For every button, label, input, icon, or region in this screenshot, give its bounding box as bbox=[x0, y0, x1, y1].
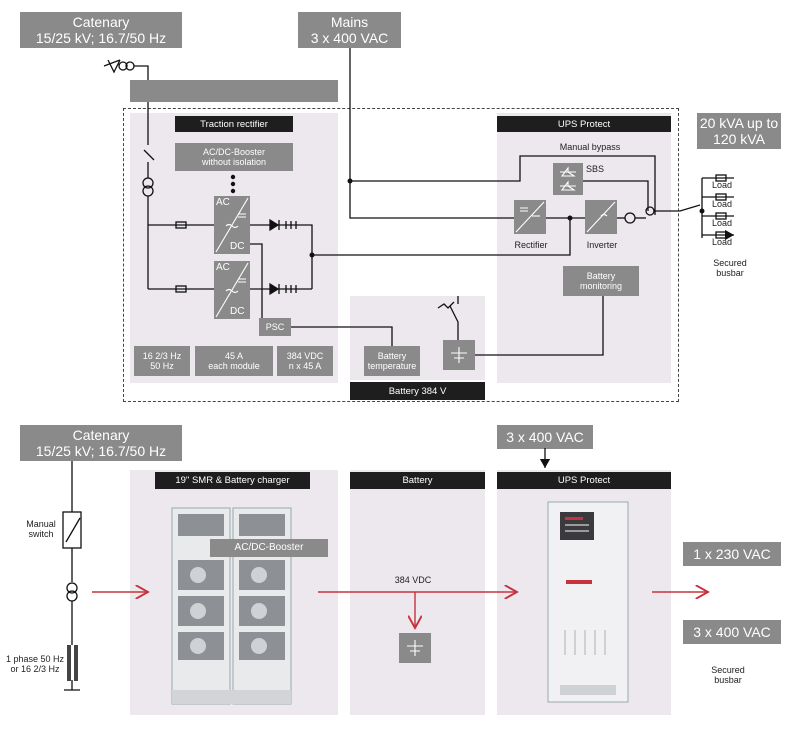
mains-line2: 3 x 400 VAC bbox=[310, 30, 389, 46]
battery-monitoring-line2: monitoring bbox=[579, 281, 623, 291]
spec-frequency-line1: 16 2/3 Hz bbox=[142, 350, 182, 361]
catenary-box-top: Catenary 15/25 kV; 16.7/50 Hz bbox=[20, 12, 182, 48]
spec-current-line2: each module bbox=[208, 361, 260, 371]
catenary-bottom-line2: 15/25 kV; 16.7/50 Hz bbox=[35, 443, 167, 459]
spec-frequency: 16 2/3 Hz 50 Hz bbox=[134, 346, 190, 376]
dc-voltage-label: 384 VDC bbox=[394, 575, 432, 585]
manual-switch-line1: Manual bbox=[26, 519, 56, 529]
battery-monitoring-box: Battery monitoring bbox=[563, 266, 639, 296]
sbs-label: SBS bbox=[586, 164, 605, 174]
load-label-4: Load bbox=[712, 237, 733, 247]
ac-dc-booster-label-bottom: AC/DC-Booster bbox=[210, 539, 328, 557]
module-1-dc-label: DC bbox=[230, 241, 245, 252]
transformer-top-symbol bbox=[118, 61, 128, 71]
spec-voltage: 384 VDC n x 45 A bbox=[277, 346, 333, 376]
psc-box: PSC bbox=[259, 318, 291, 336]
ups-cabinet-illustration bbox=[547, 501, 629, 703]
secured-busbar-top-line1: Secured bbox=[713, 258, 747, 268]
phase-label: 1 phase 50 Hz or 16 2/3 Hz bbox=[2, 654, 68, 675]
rectifier-label: Rectifier bbox=[514, 240, 548, 250]
inverter-label: Inverter bbox=[586, 240, 618, 250]
mains-box: Mains 3 x 400 VAC bbox=[298, 12, 401, 48]
charger-header: 19" SMR & Battery charger bbox=[155, 472, 310, 489]
spec-voltage-line2: n x 45 A bbox=[288, 361, 322, 371]
spec-frequency-line2: 50 Hz bbox=[150, 361, 174, 371]
top-busbar-bar bbox=[130, 80, 338, 102]
manual-switch-label: Manual switch bbox=[15, 519, 67, 540]
transformer-rectifier-symbol bbox=[142, 177, 154, 189]
module-1-ac-label: AC bbox=[216, 197, 230, 208]
spec-current: 45 A each module bbox=[195, 346, 273, 376]
catenary-line1: Catenary bbox=[72, 13, 130, 30]
ups-panel bbox=[497, 113, 671, 383]
spec-current-line1: 45 A bbox=[224, 350, 244, 361]
catenary-box-bottom: Catenary 15/25 kV; 16.7/50 Hz bbox=[20, 425, 182, 461]
ups-protect-header-bottom: UPS Protect bbox=[497, 472, 671, 489]
ac-dc-booster-box: AC/DC-Booster without isolation bbox=[175, 143, 293, 171]
manual-bypass-label: Manual bypass bbox=[559, 142, 621, 152]
traction-rectifier-header: Traction rectifier bbox=[175, 116, 293, 132]
power-range-line1: 20 kVA up to bbox=[699, 114, 779, 131]
battery-header-bottom: Battery bbox=[350, 472, 485, 489]
catenary-bottom-line1: Catenary bbox=[72, 426, 130, 443]
secured-busbar-top-line2: busbar bbox=[716, 268, 744, 279]
catenary-line2: 15/25 kV; 16.7/50 Hz bbox=[35, 30, 167, 46]
battery-384v-header: Battery 384 V bbox=[350, 382, 485, 400]
pantograph-symbol bbox=[103, 59, 121, 74]
mains-line1: Mains bbox=[330, 13, 369, 30]
secured-busbar-label-top: Secured busbar bbox=[700, 258, 760, 279]
charger-cabinet-illustration bbox=[171, 507, 292, 705]
ups-input-box: 3 x 400 VAC bbox=[497, 425, 593, 449]
ups-protect-header-top: UPS Protect bbox=[497, 116, 671, 132]
battery-temperature-box: Battery temperature bbox=[364, 346, 420, 376]
booster-line2: without isolation bbox=[201, 157, 267, 167]
secured-busbar-label-bottom: Secured busbar bbox=[693, 665, 763, 686]
phase-line1: 1 phase 50 Hz bbox=[5, 654, 65, 664]
battery-monitoring-line1: Battery bbox=[586, 270, 616, 281]
manual-switch-line2: switch bbox=[28, 529, 54, 540]
battery-temperature-line2: temperature bbox=[367, 361, 417, 371]
battery-temperature-line1: Battery bbox=[377, 350, 407, 361]
booster-line1: AC/DC-Booster bbox=[202, 146, 265, 157]
module-2-ac-label: AC bbox=[216, 262, 230, 273]
power-range-box: 20 kVA up to 120 kVA bbox=[697, 113, 781, 149]
module-2-dc-label: DC bbox=[230, 306, 245, 317]
system-boundary bbox=[123, 108, 679, 402]
spec-voltage-line1: 384 VDC bbox=[286, 350, 324, 361]
load-label-3: Load bbox=[712, 218, 733, 228]
output-230-box: 1 x 230 VAC bbox=[683, 542, 781, 566]
secured-busbar-bottom-line2: busbar bbox=[714, 675, 742, 686]
transformer-bottom-symbol bbox=[66, 582, 78, 594]
output-400-box: 3 x 400 VAC bbox=[683, 620, 781, 644]
load-label-1: Load bbox=[712, 180, 733, 190]
secured-busbar-bottom-line1: Secured bbox=[711, 665, 745, 675]
power-range-line2: 120 kVA bbox=[713, 131, 765, 147]
phase-line2: or 16 2/3 Hz bbox=[10, 664, 60, 675]
load-label-2: Load bbox=[712, 199, 733, 209]
